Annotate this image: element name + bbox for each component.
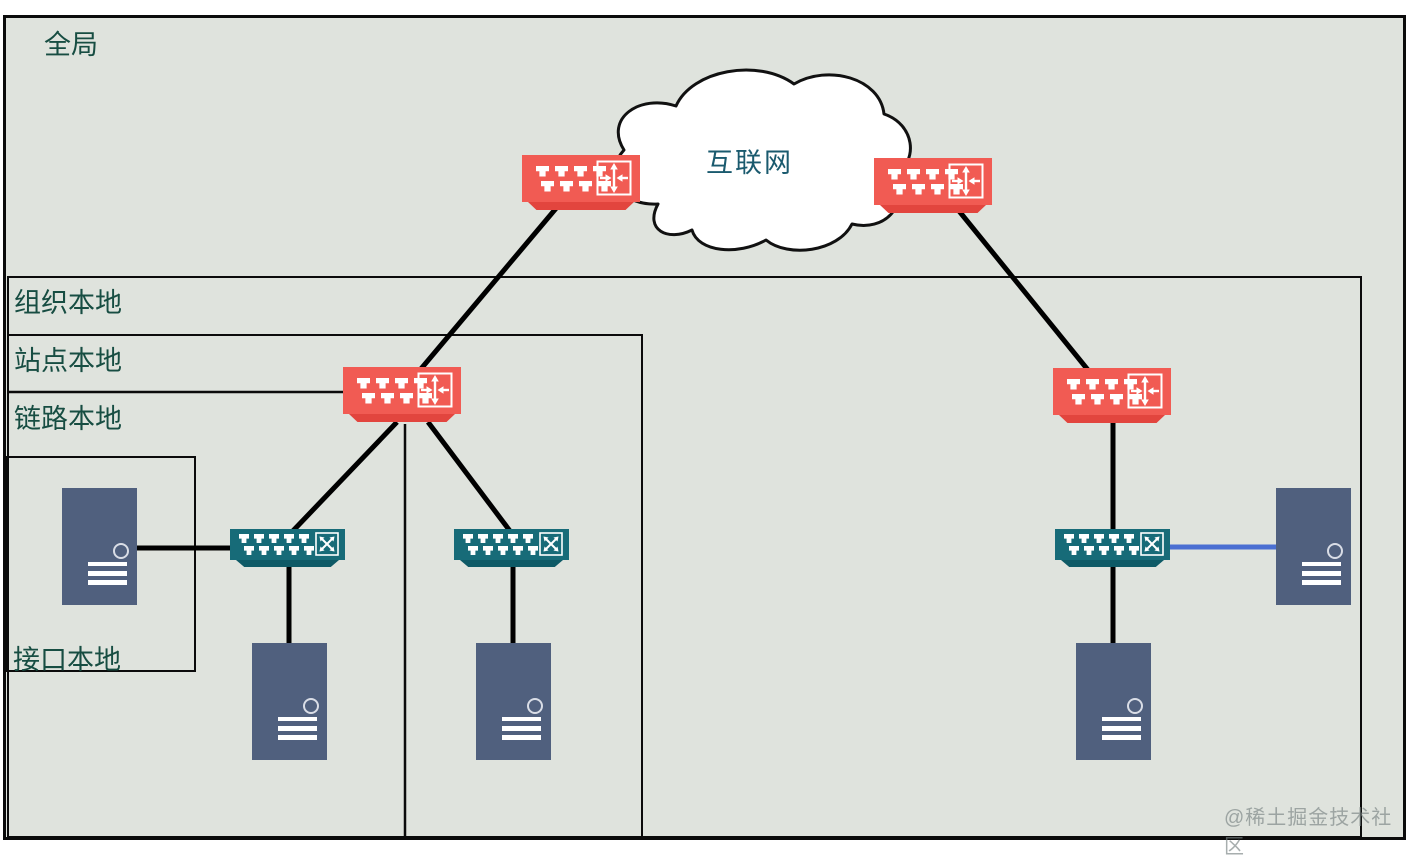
server-right-bottom	[1076, 643, 1151, 760]
router-internet-left	[522, 155, 640, 210]
server-right-far	[1276, 488, 1351, 605]
server-led-icon	[303, 697, 319, 714]
internet-label: 互联网	[706, 148, 793, 178]
scope-label-interface-local: 接口本地	[13, 645, 121, 675]
switch-left-2	[454, 529, 569, 567]
server-led-icon	[113, 542, 129, 559]
router-ports	[1067, 378, 1142, 405]
scope-label-org-local: 组织本地	[14, 288, 122, 318]
server-interface-local	[62, 488, 137, 605]
switch-ports	[1064, 534, 1139, 555]
switch-left-1	[230, 529, 345, 567]
router-arrows-icon	[596, 160, 632, 196]
scope-box-site-local	[7, 334, 643, 838]
scope-label-link-local: 链路本地	[14, 404, 122, 434]
router-arrows-icon	[1127, 373, 1163, 409]
switch-crossed-arrows-icon	[539, 532, 563, 556]
switch-ports	[463, 534, 538, 555]
router-site-left	[343, 367, 461, 422]
scope-box-interface-local	[6, 456, 196, 672]
router-arrows-icon	[948, 163, 984, 199]
server-led-icon	[1327, 542, 1343, 559]
switch-ports	[239, 534, 314, 555]
router-ports	[888, 168, 963, 195]
router-ports	[536, 165, 611, 192]
router-internet-right	[874, 158, 992, 213]
switch-crossed-arrows-icon	[315, 532, 339, 556]
server-led-icon	[527, 697, 543, 714]
scope-label-site-local: 站点本地	[14, 346, 122, 376]
server-left-2	[476, 643, 551, 760]
switch-crossed-arrows-icon	[1140, 532, 1164, 556]
scope-label-global: 全局	[44, 30, 98, 60]
server-left-1	[252, 643, 327, 760]
router-arrows-icon	[417, 372, 453, 408]
server-led-icon	[1127, 697, 1143, 714]
router-ports	[357, 377, 432, 404]
internet-cloud	[612, 68, 912, 252]
watermark: @稀土掘金技术社区	[1224, 807, 1393, 858]
router-org-right	[1053, 368, 1171, 423]
switch-right	[1055, 529, 1170, 567]
